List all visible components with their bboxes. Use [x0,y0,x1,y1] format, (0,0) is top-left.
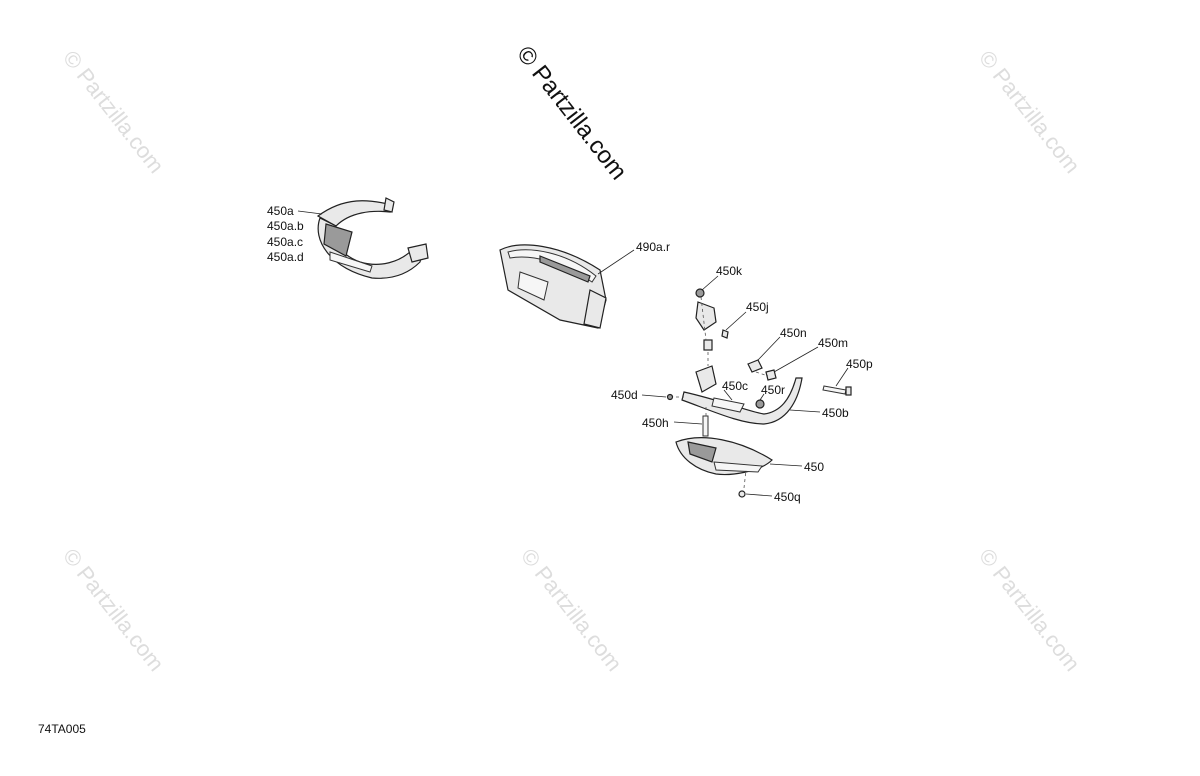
left-handguard-part [316,197,429,279]
callout-450a-c: 450a.c [267,235,303,249]
callout-450c: 450c [722,379,748,393]
center-cover-part [499,244,607,329]
watermark-top-right: © Partzilla.com [974,46,1085,178]
callout-450j: 450j [746,300,769,314]
callout-450p: 450p [846,357,873,371]
callout-450k: 450k [716,264,743,278]
callout-labels: 450a 450a.b 450a.c 450a.d 490a.r 450k 45… [267,204,873,504]
watermark-main: © Partzilla.com [511,41,632,185]
callout-450a: 450a [267,204,294,218]
callout-450q: 450q [774,490,801,504]
diagram-code: 74TA005 [38,722,86,736]
watermark-group: © Partzilla.com © Partzilla.com © Partzi… [58,46,1085,676]
watermark-top-left: © Partzilla.com [58,46,169,178]
right-handguard-parts [666,288,852,498]
watermark-bottom-left: © Partzilla.com [58,544,169,676]
callout-450r: 450r [761,383,785,397]
callout-450a-d: 450a.d [267,250,304,264]
callout-450m: 450m [818,336,848,350]
callout-450n: 450n [780,326,807,340]
leader-lines [297,210,849,497]
callout-450: 450 [804,460,824,474]
watermark-bottom-right: © Partzilla.com [974,544,1085,676]
callout-450d: 450d [611,388,638,402]
watermark-bottom-center: © Partzilla.com [516,544,627,676]
callout-450h: 450h [642,416,669,430]
callout-450a-b: 450a.b [267,219,304,233]
callout-450b: 450b [822,406,849,420]
callout-490a-r: 490a.r [636,240,670,254]
